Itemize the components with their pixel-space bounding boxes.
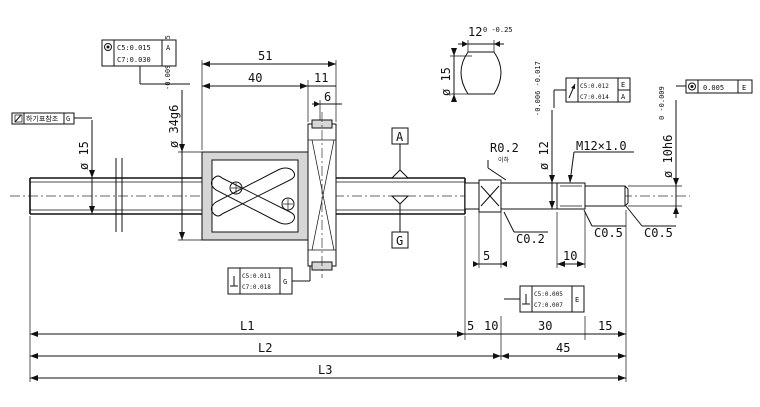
dim-5-small: 5 xyxy=(483,249,490,263)
dim-11: 11 xyxy=(314,71,328,85)
perpendicularity-icon xyxy=(230,276,238,287)
dim-c05b: C0.5 xyxy=(644,226,673,240)
ball-nut xyxy=(201,112,337,278)
dim-6: 6 xyxy=(324,90,331,104)
dim-phi12-tol: -0.006 -0.017 xyxy=(534,61,542,116)
perp-flange-c7: C7:0.018 xyxy=(242,284,271,291)
datum-g-label: G xyxy=(396,234,403,248)
dim-15: 15 xyxy=(598,319,612,333)
concentricity-icon xyxy=(104,43,112,51)
dim-12-width: 12 xyxy=(468,25,482,39)
return-tube xyxy=(210,167,296,225)
perp-flange-datum: G xyxy=(283,278,287,286)
dim-L1: L1 xyxy=(240,319,254,333)
dim-phi15-left: ø 15 xyxy=(77,141,91,170)
dim-12-width-tol: 0 -0.25 xyxy=(483,26,513,34)
dim-30: 30 xyxy=(538,319,552,333)
dim-phi34g6: ø 34g6 xyxy=(167,105,181,148)
flatness-frame: 하기표참조 G xyxy=(11,112,92,125)
thread-callout: M12×1.0 xyxy=(568,139,634,183)
flatness-datum: G xyxy=(66,115,70,123)
bottom-dimensions: L1 5 10 30 15 L2 45 L3 xyxy=(29,210,627,382)
perp-lower-c5: C5:0.005 xyxy=(534,291,563,298)
concentricity-frame: C5:0.015 C7:0.030 A xyxy=(101,39,190,85)
perpendicularity-icon-lower xyxy=(522,294,530,305)
dim-45: 45 xyxy=(556,341,570,355)
circularity-icon xyxy=(688,82,696,91)
runout-icon xyxy=(568,83,576,99)
dim-phi10-tol: 0 -0.009 xyxy=(658,86,666,120)
perp-lower-datum: E xyxy=(575,296,579,304)
dim-L3: L3 xyxy=(318,363,332,377)
small-dims: 5 10 xyxy=(473,212,586,268)
runout-frame: C5:0.012 C7:0.014 E A xyxy=(553,77,631,108)
dim-5: 5 xyxy=(467,319,474,333)
datum-a: A xyxy=(390,127,410,179)
perp-lower-c7: C7:0.007 xyxy=(534,302,563,309)
runout-c7: C7:0.014 xyxy=(580,94,609,101)
dim-r02-sub: 이하 xyxy=(498,156,510,164)
dim-r02: R0.2 xyxy=(490,141,519,155)
dim-10-small: 10 xyxy=(563,249,577,263)
circularity-value: 0.005 xyxy=(703,84,724,92)
dim-phi10h6: ø 10h6 xyxy=(661,135,675,178)
shaft-diameter-dim: ø 15 xyxy=(77,120,112,215)
r02-callout: R0.2 이하 xyxy=(487,141,519,181)
flatness-text: 하기표참조 xyxy=(26,114,59,123)
perp-flange-c5: C5:0.011 xyxy=(242,273,271,280)
dim-L2: L2 xyxy=(258,341,272,355)
dim-thread: M12×1.0 xyxy=(576,139,627,153)
concentric-datum: A xyxy=(166,44,171,52)
journal-diameter-dim: ø 12 -0.006 -0.017 xyxy=(534,61,555,209)
circularity-datum: E xyxy=(742,84,746,92)
shaft-end xyxy=(464,179,629,213)
dim-10: 10 xyxy=(484,319,498,333)
flatness-icon xyxy=(14,114,22,123)
datum-g: G xyxy=(390,195,410,249)
chamfer-callouts: C0.2 C0.5 C0.5 xyxy=(503,205,676,246)
top-dimensions: 51 40 11 6 xyxy=(201,49,342,150)
perpendicularity-frame-lower: C5:0.005 C7:0.007 E xyxy=(504,285,585,313)
perpendicularity-frame-flange: C5:0.011 C7:0.018 G xyxy=(227,266,311,295)
dim-c05a: C0.5 xyxy=(594,226,623,240)
runout-c5: C5:0.012 xyxy=(580,83,609,90)
concentric-c7: C7:0.030 xyxy=(117,56,151,64)
end-diameter-dim: ø 10h6 0 -0.009 xyxy=(628,86,682,218)
dim-51: 51 xyxy=(258,49,272,63)
runout-datum-a: A xyxy=(621,93,626,101)
cross-section: 12 0 -0.25 ø 15 xyxy=(439,25,513,102)
runout-datum-e: E xyxy=(621,81,625,89)
dim-c02: C0.2 xyxy=(516,232,545,246)
dim-phi15-section: ø 15 xyxy=(439,67,453,96)
dim-phi12: ø 12 xyxy=(537,141,551,170)
dim-40: 40 xyxy=(248,71,262,85)
datum-a-label: A xyxy=(396,130,404,144)
circularity-frame: 0.005 E xyxy=(676,79,753,94)
concentric-c5: C5:0.015 xyxy=(117,44,151,52)
